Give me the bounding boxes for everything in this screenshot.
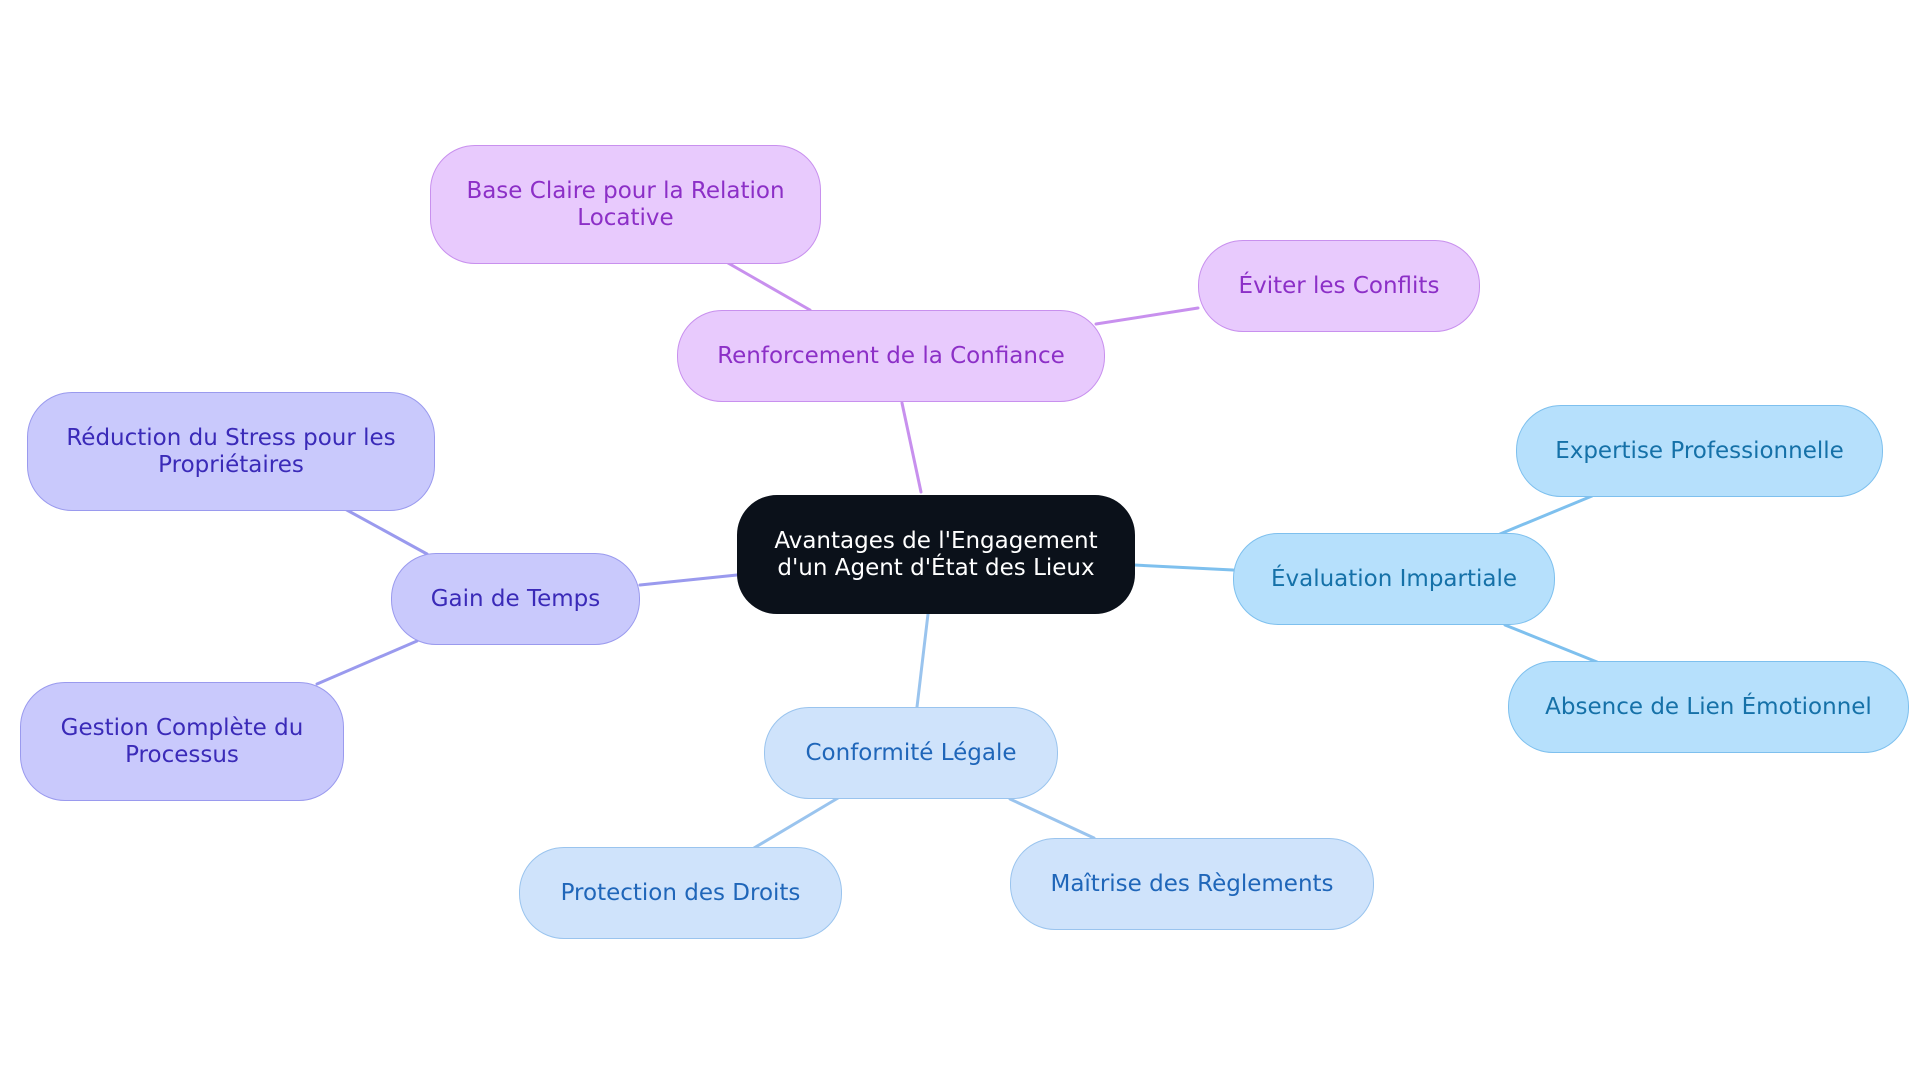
edge-confiance-base <box>726 261 812 312</box>
node-expertise-professionnelle[interactable]: Expertise Professionnelle <box>1516 405 1883 497</box>
node-label-line1: Gestion Complète du <box>60 714 304 741</box>
node-label: Évaluation Impartiale <box>1270 565 1518 592</box>
node-maitrise-reglements[interactable]: Maîtrise des Règlements <box>1010 838 1374 930</box>
node-label: Gain de Temps <box>430 585 601 612</box>
node-label-line1: Base Claire pour la Relation <box>466 177 785 204</box>
edge-evaluation-expertise <box>1498 494 1594 536</box>
edge-temps-stress <box>343 507 429 556</box>
root-node[interactable]: Avantages de l'Engagement d'un Agent d'É… <box>737 495 1135 614</box>
node-conformite-legale[interactable]: Conformité Légale <box>764 707 1058 799</box>
edge-root-evaluation <box>1132 563 1235 572</box>
edge-root-confiance <box>900 401 923 494</box>
edge-root-temps <box>638 573 739 587</box>
node-label: Expertise Professionnelle <box>1555 437 1844 464</box>
node-label-line2: Processus <box>125 741 239 768</box>
root-label-line1: Avantages de l'Engagement <box>774 527 1098 554</box>
node-gain-de-temps[interactable]: Gain de Temps <box>391 553 640 645</box>
edge-root-conformite <box>915 612 930 709</box>
root-label-line2: d'un Agent d'État des Lieux <box>777 554 1095 581</box>
node-label: Renforcement de la Confiance <box>717 342 1065 369</box>
node-gestion-complete[interactable]: Gestion Complète du Processus <box>20 682 344 801</box>
node-label: Conformité Légale <box>805 739 1017 766</box>
node-label: Éviter les Conflits <box>1238 272 1440 299</box>
node-base-claire[interactable]: Base Claire pour la Relation Locative <box>430 145 821 264</box>
edge-evaluation-absence <box>1503 623 1599 664</box>
node-label-line1: Réduction du Stress pour les <box>66 424 396 451</box>
edge-temps-gestion <box>315 639 419 686</box>
node-label: Protection des Droits <box>560 879 801 906</box>
node-label-line2: Propriétaires <box>158 451 304 478</box>
edge-confiance-conflits <box>1094 306 1200 326</box>
node-reduction-stress[interactable]: Réduction du Stress pour les Propriétair… <box>27 392 435 511</box>
node-eviter-conflits[interactable]: Éviter les Conflits <box>1198 240 1480 332</box>
node-label: Maîtrise des Règlements <box>1050 870 1334 897</box>
node-absence-lien-emotionnel[interactable]: Absence de Lien Émotionnel <box>1508 661 1909 753</box>
node-label: Absence de Lien Émotionnel <box>1545 693 1872 720</box>
node-protection-droits[interactable]: Protection des Droits <box>519 847 842 939</box>
node-evaluation-impartiale[interactable]: Évaluation Impartiale <box>1233 533 1555 625</box>
edge-conformite-maitrise <box>1008 797 1096 840</box>
node-label-line2: Locative <box>577 204 674 231</box>
edge-conformite-protection <box>752 796 840 850</box>
node-renforcement-confiance[interactable]: Renforcement de la Confiance <box>677 310 1105 402</box>
